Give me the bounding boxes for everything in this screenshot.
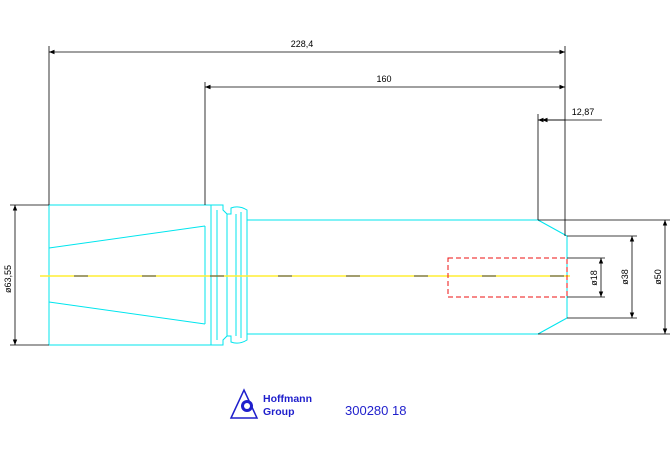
hidden-bore bbox=[447, 257, 568, 298]
tool-holder-outline bbox=[48, 204, 568, 346]
hoffmann-group-logo: Hoffmann Group bbox=[229, 388, 312, 419]
logo-line1: Hoffmann bbox=[263, 393, 312, 405]
nose-diameter-label: ø38 bbox=[620, 269, 630, 285]
bore-depth-label: 12,87 bbox=[572, 107, 595, 117]
taper-edge-top bbox=[48, 225, 206, 249]
part-number: 300280 18 bbox=[345, 403, 406, 418]
taper-body bbox=[48, 204, 212, 346]
flange-groove bbox=[227, 206, 248, 344]
bore-diameter-label: ø18 bbox=[589, 270, 599, 286]
logo-line2: Group bbox=[263, 406, 295, 418]
nose-chamfer-top bbox=[537, 219, 568, 237]
collar-diameter-label: ø63,55 bbox=[3, 265, 13, 293]
nose-chamfer-bottom bbox=[537, 317, 568, 335]
dimension-lines bbox=[10, 46, 670, 346]
shank-length-label: 160 bbox=[376, 74, 391, 84]
taper-edge-bottom bbox=[48, 301, 206, 325]
body-diameter-label: ø50 bbox=[653, 269, 663, 285]
overall-length-label: 228,4 bbox=[291, 39, 314, 49]
flange-front bbox=[210, 204, 228, 346]
